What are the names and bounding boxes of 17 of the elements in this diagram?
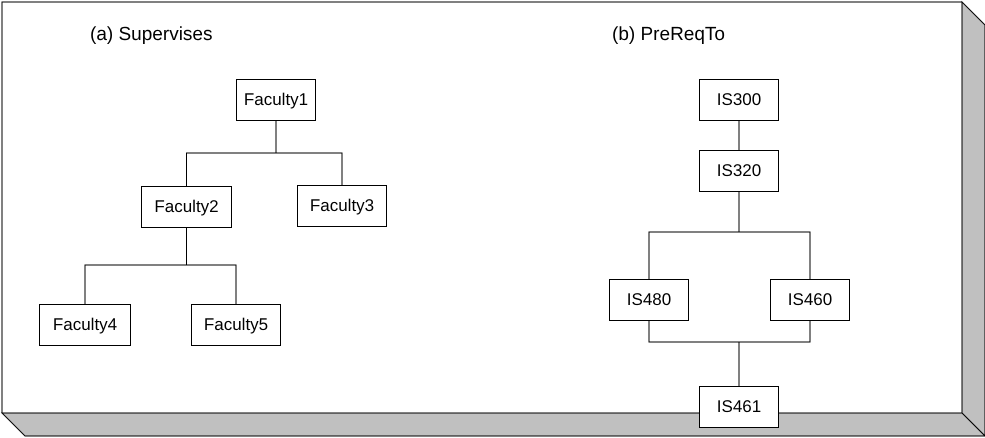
connector [738, 192, 810, 280]
entity-box: IS300 [699, 79, 779, 121]
connector [186, 228, 236, 304]
entity-box: IS460 [770, 279, 850, 321]
entity-box: IS320 [699, 150, 779, 192]
entity-box: Faculty4 [39, 304, 131, 346]
entity-box: IS461 [699, 386, 779, 428]
entity-box: Faculty5 [191, 304, 281, 346]
connector [738, 120, 740, 150]
entity-box: IS480 [609, 279, 689, 321]
entity-box: Faculty1 [236, 79, 316, 121]
connector [738, 320, 810, 386]
panel-heading: (b) PreReqTo [612, 24, 725, 46]
panel-heading: (a) Supervises [90, 24, 212, 46]
entity-box: Faculty2 [141, 186, 232, 228]
entity-box: Faculty3 [297, 185, 387, 227]
connector [276, 120, 342, 186]
